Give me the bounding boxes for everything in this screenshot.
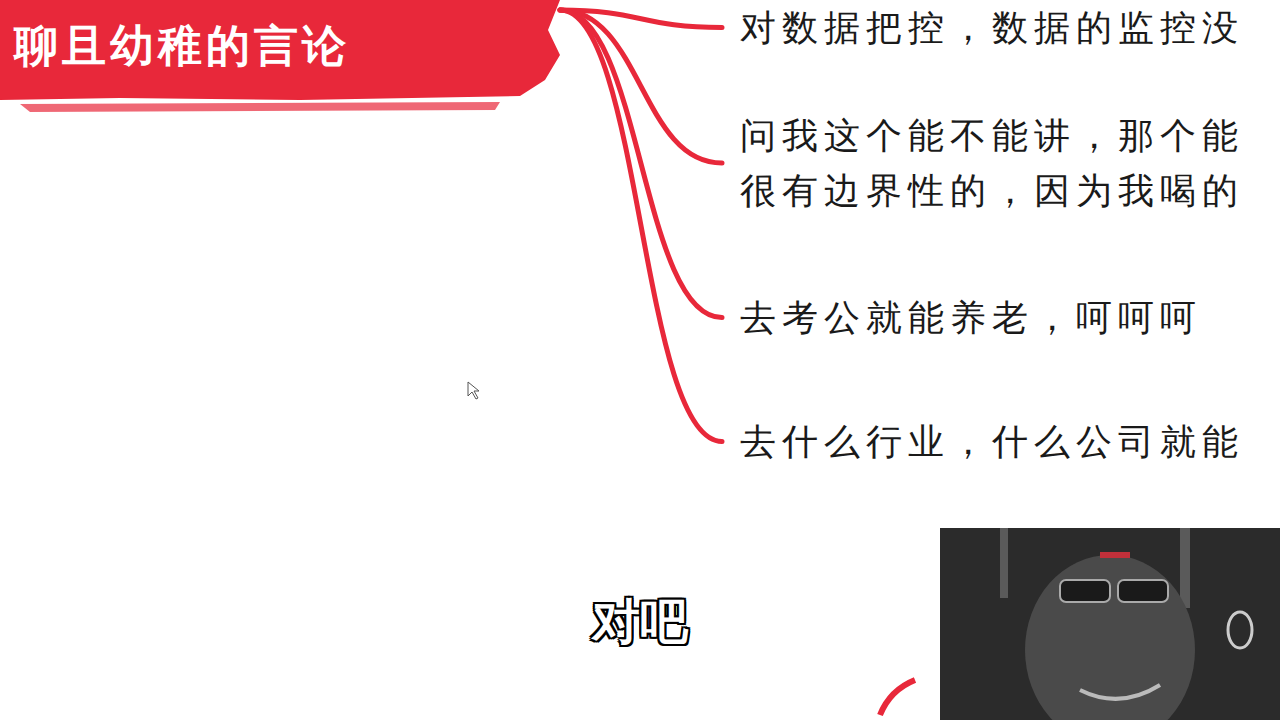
branch-text: 对数据把控，数据的监控没 [740,0,1278,55]
branch-text: 去什么行业，什么公司就能 [740,414,1278,469]
title-text: 聊且幼稚的言论 [14,16,350,76]
branch-line [560,10,722,442]
branch-label: 问我这个能不能讲，那个能 很有边界性的，因为我喝的 [740,108,1278,218]
red-stroke [880,680,915,715]
brush-stroke [20,102,500,112]
branch-line [560,10,722,163]
branch-line [560,10,722,318]
branch-label: 去什么行业，什么公司就能 [740,414,1278,469]
brush-banner [0,0,560,100]
branch-label: 去考公就能养老，呵呵呵 [740,290,1278,345]
branch-label: 对数据把控，数据的监控没 [740,0,1278,55]
branch-text: 去考公就能养老，呵呵呵 [740,290,1278,345]
banner-title: 聊且幼稚的言论 [14,0,544,92]
webcam-video [940,528,1280,720]
subtitle: 对吧 [592,590,688,654]
mouse-cursor [468,382,479,399]
branch-text: 问我这个能不能讲，那个能 很有边界性的，因为我喝的 [740,108,1278,218]
